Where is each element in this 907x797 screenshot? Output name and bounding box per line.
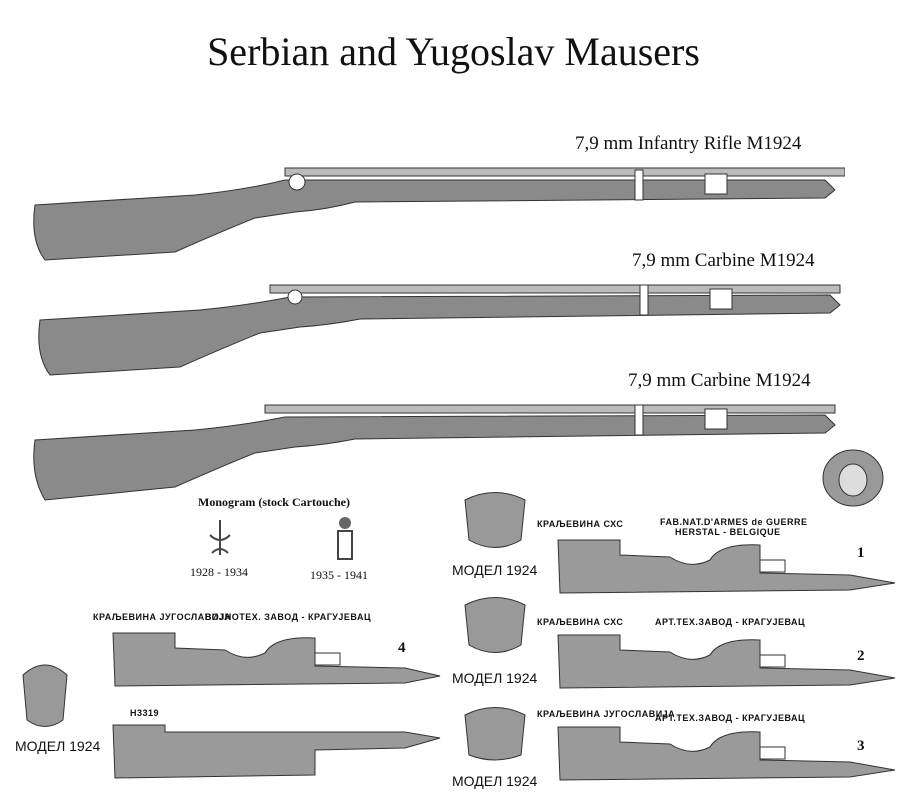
bayonet-4-serial: Н3319 [130,708,160,718]
bayonet-2-model: МОДЕЛ 1924 [452,670,538,686]
bayonet-illustration-1 [557,539,896,594]
bayonet-illustration-2 [557,634,896,689]
rifle-caption-2: 7,9 mm Carbine M1924 [632,250,815,271]
bayonet-1-maker-2: HERSTAL - BELGIQUE [675,527,781,537]
monogram-year-2: 1935 - 1941 [310,568,368,582]
rifle-illustration-3 [33,404,836,501]
monogram-heading: Monogram (stock Cartouche) [198,495,350,509]
bayonet-4-number: 4 [398,640,406,656]
coat-of-arms-icon [22,664,68,727]
bayonet-illustration-3 [557,726,896,781]
bayonet-3-maker: АРТ.ТЕХ.ЗАВОД - КРАГУЈЕВАЦ [655,713,806,723]
page-title: Serbian and Yugoslav Mausers [207,29,700,74]
coat-of-arms-icon [464,597,526,653]
bayonet-illustration-4-reverse [112,724,441,779]
bayonet-1-kingdom: КРАЉЕВИНА СХС [537,519,624,529]
bayonet-1-maker: FAB.NAT.D'ARMES de GUERRE [660,517,808,527]
monogram-year-1: 1928 - 1934 [190,565,248,579]
coat-of-arms-icon [464,492,526,548]
monogram-1935-icon [337,517,353,560]
rifle-illustration-1 [33,167,845,261]
bayonet-3-model: МОДЕЛ 1924 [452,773,538,789]
bayonet-2-number: 2 [857,648,865,664]
coat-of-arms-icon [822,449,884,507]
bayonet-4-kingdom: КРАЉЕВИНА ЈУГОСЛАВИЈА [93,612,232,622]
rifle-caption-3: 7,9 mm Carbine M1924 [628,370,811,391]
coat-of-arms-icon [464,707,526,761]
bayonet-1-number: 1 [857,545,865,561]
rifle-illustration-2 [38,284,841,376]
rifle-caption-1: 7,9 mm Infantry Rifle M1924 [575,133,802,154]
bayonet-4-maker: ВОЈНОТЕХ. ЗАВОД - КРАГУЈЕВАЦ [205,612,372,622]
bayonet-4-model: МОДЕЛ 1924 [15,738,101,754]
bayonet-2-kingdom: КРАЉЕВИНА СХС [537,617,624,627]
monogram-1928-icon [209,520,231,555]
bayonet-3-kingdom: КРАЉЕВИНА ЈУГОСЛАВИЈА [537,709,676,719]
bayonet-3-number: 3 [857,738,865,754]
bayonet-1-model: МОДЕЛ 1924 [452,562,538,578]
bayonet-2-maker: АРТ.ТЕХ.ЗАВОД - КРАГУЈЕВАЦ [655,617,806,627]
bayonet-illustration-4 [112,632,441,687]
